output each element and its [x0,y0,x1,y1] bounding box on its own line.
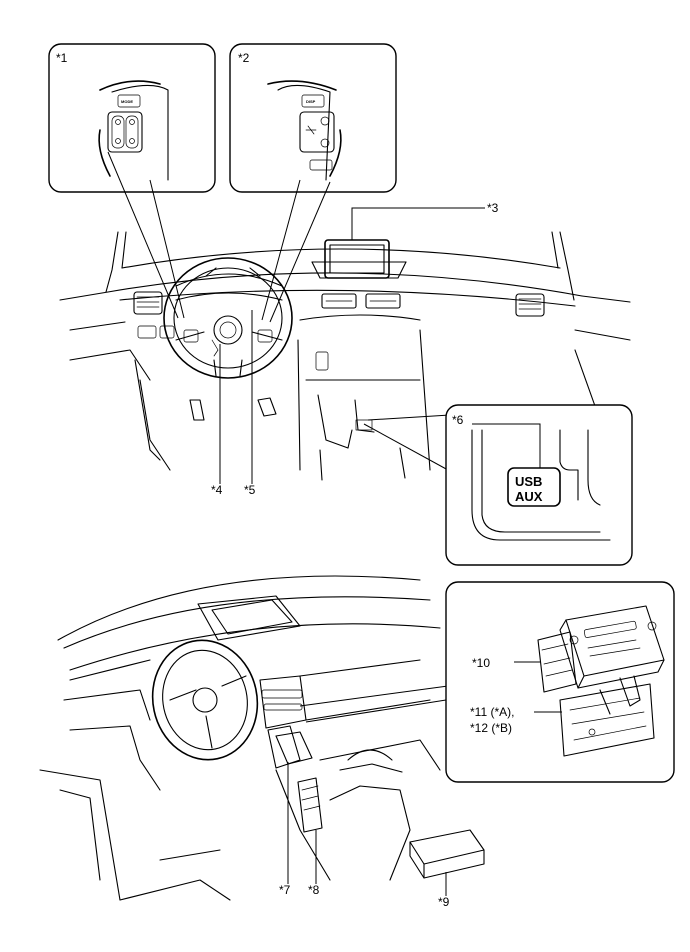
leader-1b [107,151,179,319]
callout-5: *5 [244,483,256,497]
aux-label: AUX [515,489,543,504]
callout-6: *6 [452,413,464,427]
mode-switch-label: MODE [121,99,133,104]
callout-7: *7 [279,883,291,897]
lower-cabin-illustration [39,575,485,901]
usb-label: USB [515,474,542,489]
disp-switch-label: DISP [306,99,316,104]
inset-6-usb-aux-port: USB AUX *6 [363,404,633,566]
inset-1-steering-pad-switch-left: MODE *1 [48,43,216,193]
callout-1: *1 [56,51,68,65]
callout-8: *8 [308,883,320,897]
callout-3: *3 [487,201,499,215]
callout-12: *12 (*B) [470,721,512,735]
callout-10: *10 [472,656,490,670]
inset-2-steering-pad-switch-right: DISP *2 [229,43,397,193]
multi-display-screen: *3 [324,201,499,279]
callout-4: *4 [211,483,223,497]
callout-11: *11 (*A), [470,705,514,719]
callout-9: *9 [438,895,450,909]
leader-2b [269,181,331,323]
leader-1 [149,179,185,319]
leader-2 [261,179,301,321]
inset-radio-navigation-assembly: *10 *11 (*A), *12 (*B) [299,581,675,783]
callout-2: *2 [238,51,250,65]
